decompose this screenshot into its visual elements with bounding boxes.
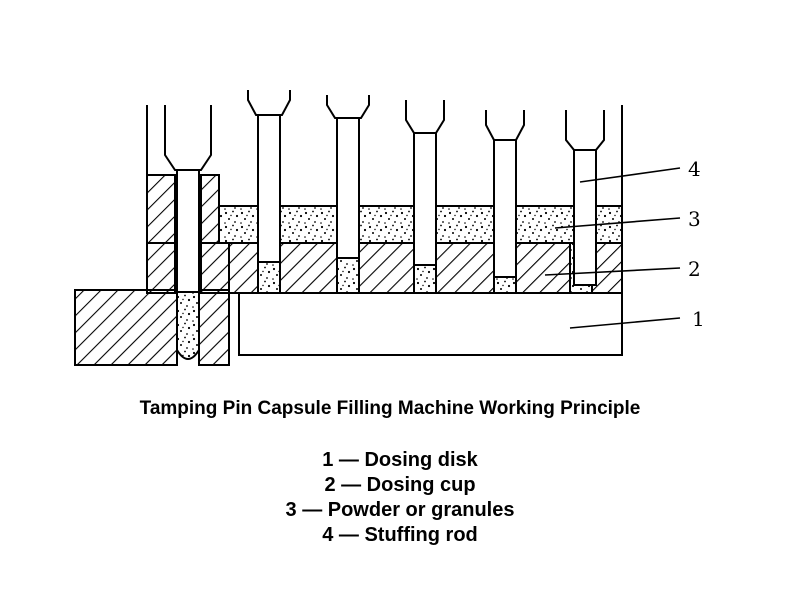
callout-leaders [544,167,681,329]
callout-1: 1 [692,307,705,331]
callout-4: 4 [688,157,701,181]
callout-3: 3 [688,207,701,231]
legend-item-dosing-cup: 2 — Dosing cup [324,474,476,496]
capsule-filling-diagram: 4 3 2 1 [74,90,705,366]
base-block [74,289,230,366]
dosing-disk [238,292,623,356]
stuffing-rods [247,90,605,286]
diagram-title: Tamping Pin Capsule Filling Machine Work… [139,398,641,419]
legend: 1 — Dosing disk 2 — Dosing cup 3 — Powde… [0,448,800,548]
legend-item-dosing-disk: 1 — Dosing disk [322,449,478,471]
callout-2: 2 [688,257,701,281]
capsule-body [176,291,200,360]
legend-item-stuffing-rod: 4 — Stuffing rod [322,524,478,546]
legend-item-powder: 3 — Powder or granules [285,499,515,521]
